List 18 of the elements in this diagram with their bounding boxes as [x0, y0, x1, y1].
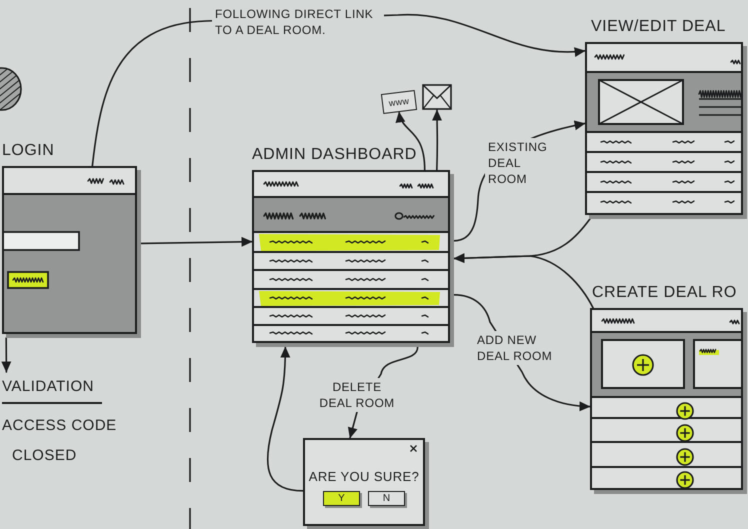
- web-link-tag: www: [380, 90, 418, 114]
- screen-title: VIEW/EDIT DEAL: [591, 18, 726, 36]
- arrow: [432, 109, 442, 171]
- envelope-icon: [422, 84, 452, 110]
- arrow: [266, 346, 304, 492]
- arrow: [453, 253, 594, 309]
- arrow: [140, 236, 253, 247]
- screen-title: LOGIN: [2, 142, 54, 160]
- screen-title: ADMIN DASHBOARD: [252, 146, 417, 164]
- screen-title: CREATE DEAL RO: [592, 284, 737, 302]
- arrow: [1, 337, 12, 373]
- note-text: CLOSED: [12, 447, 77, 464]
- dialog-button: Y: [323, 491, 360, 506]
- dialog-prompt: ARE YOU SURE?: [308, 469, 420, 484]
- arrow: [396, 111, 426, 171]
- note-text: ACCESS CODE: [2, 417, 117, 434]
- section-heading: VALIDATION: [2, 378, 102, 404]
- dialog-button: N: [368, 491, 405, 506]
